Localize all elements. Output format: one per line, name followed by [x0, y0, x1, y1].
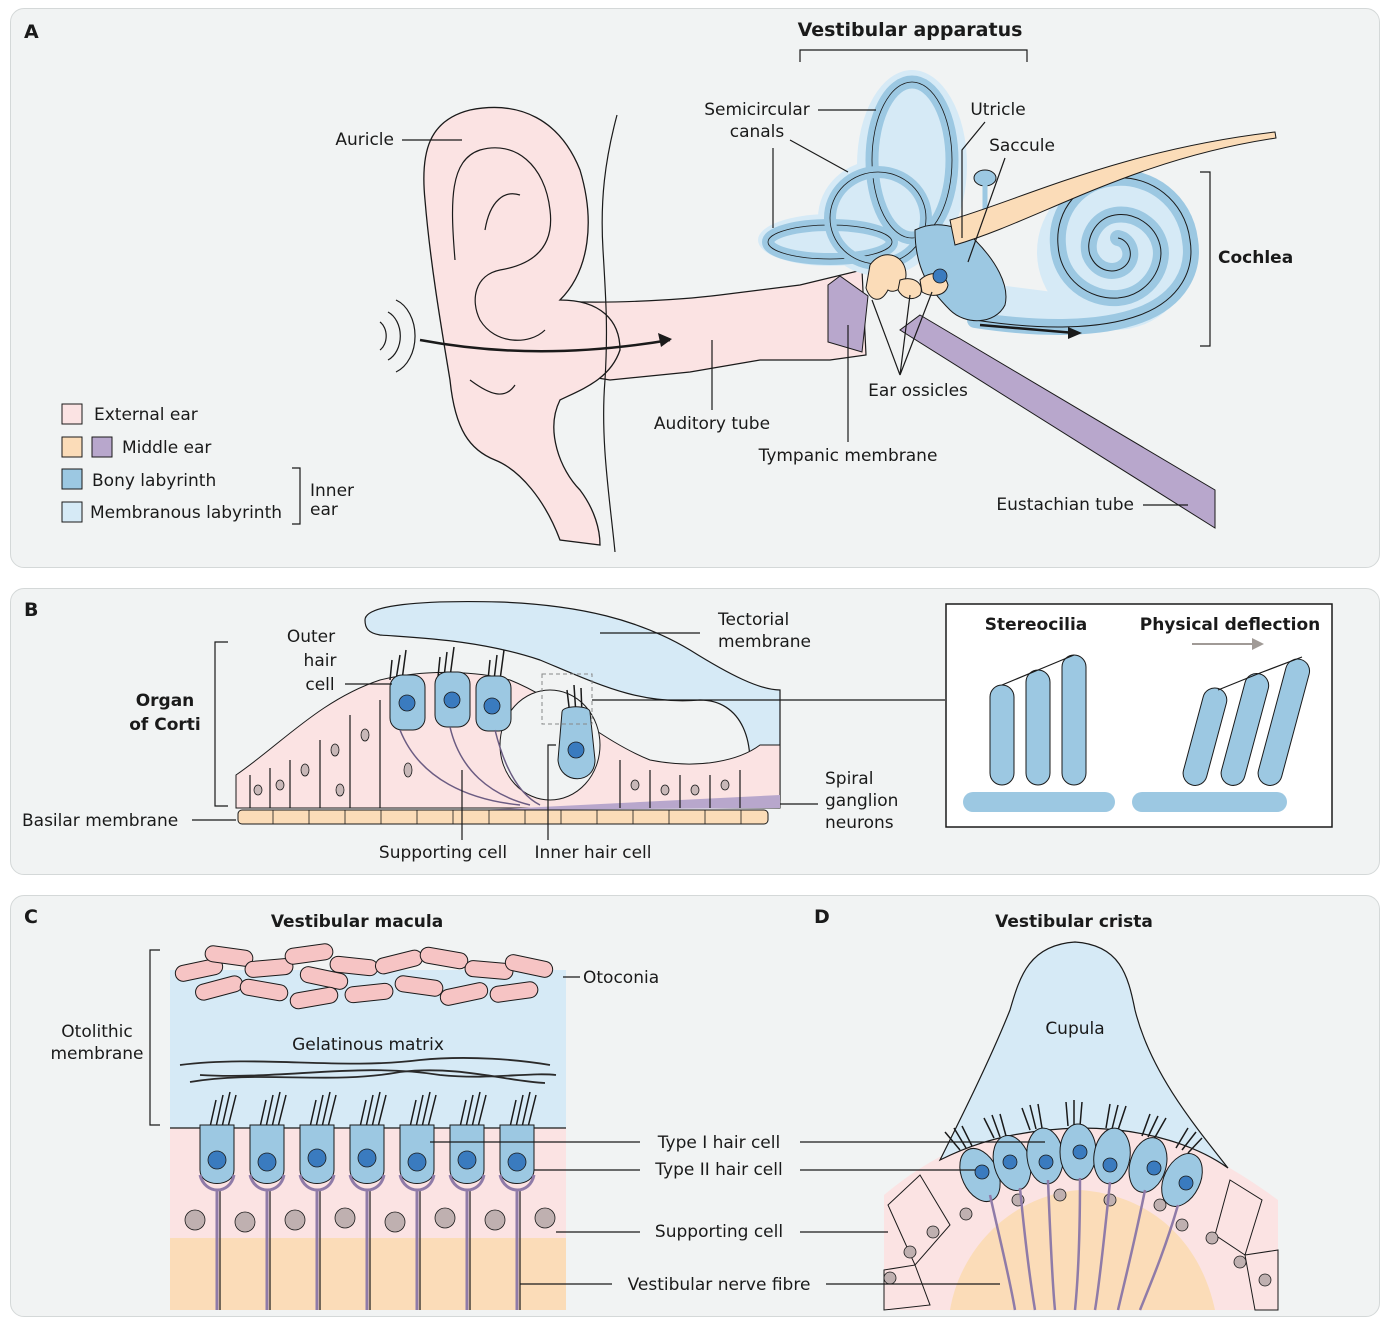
oval-window [933, 269, 947, 283]
panel-a-letter: A [24, 21, 39, 43]
label-cupula: Cupula [1045, 1019, 1104, 1039]
legend-swatch-membranous [62, 502, 82, 522]
label-spiral-2: ganglion [825, 791, 898, 811]
sound-wave-icon [380, 322, 386, 350]
vestibular-apparatus-bracket [800, 50, 1027, 62]
label-inner-hair: Inner hair cell [535, 843, 652, 863]
basilar-membrane-cells [238, 810, 768, 824]
organ-bracket [215, 642, 228, 806]
label-semicircular-2: canals [730, 122, 785, 142]
legend-inner-1: Inner [310, 481, 354, 501]
outer-hair-cell [390, 650, 425, 730]
otolithic-bracket [150, 950, 160, 1125]
label-outer-2: hair [304, 651, 337, 671]
legend-inner-2: ear [310, 500, 338, 520]
legend-membranous: Membranous labyrinth [90, 503, 282, 523]
label-otolithic-1: Otolithic [61, 1022, 132, 1042]
inset-stereocilia-title: Stereocilia [985, 615, 1088, 635]
label-otoconia: Otoconia [583, 968, 659, 988]
legend-swatch-middle-bone [62, 437, 82, 457]
inset-deflection-title: Physical deflection [1140, 615, 1321, 635]
label-basilar: Basilar membrane [22, 811, 178, 831]
legend-middle: Middle ear [122, 438, 211, 458]
legend-swatch-bony [62, 469, 82, 489]
label-cochlea: Cochlea [1218, 248, 1293, 268]
label-auditory-tube: Auditory tube [654, 414, 770, 434]
auricle-shape [424, 108, 620, 546]
label-gelatinous: Gelatinous matrix [292, 1035, 444, 1055]
legend-swatch-middle-membrane [92, 437, 112, 457]
vestibular-crista-title: Vestibular crista [995, 912, 1153, 932]
label-eustachian-tube: Eustachian tube [996, 495, 1134, 515]
label-tectorial-1: Tectorial [717, 610, 789, 630]
panel-d-letter: D [814, 906, 830, 928]
label-outer-3: cell [305, 675, 334, 695]
stereocilia-base [963, 792, 1115, 812]
vestibular-macula-title: Vestibular macula [271, 912, 443, 932]
label-spiral-3: neurons [825, 813, 894, 833]
label-semicircular-1: Semicircular [704, 100, 809, 120]
label-organ-2: of Corti [129, 715, 201, 735]
outer-hair-cell [435, 647, 470, 727]
legend-bony: Bony labyrinth [92, 471, 216, 491]
label-tectorial-2: membrane [718, 632, 811, 652]
label-saccule: Saccule [989, 136, 1055, 156]
label-outer-1: Outer [287, 627, 335, 647]
label-auricle: Auricle [335, 130, 394, 150]
label-nerve: Vestibular nerve fibre [628, 1275, 811, 1295]
label-supporting-b: Supporting cell [379, 843, 507, 863]
legend-swatch-external [62, 404, 82, 424]
label-ear-ossicles: Ear ossicles [868, 381, 968, 401]
label-type2: Type II hair cell [654, 1160, 782, 1180]
legend-bracket [292, 468, 300, 524]
cochlea-bracket [1200, 172, 1210, 346]
label-utricle: Utricle [970, 100, 1025, 120]
label-spiral-1: Spiral [825, 769, 873, 789]
label-type1: Type I hair cell [657, 1133, 780, 1153]
label-tympanic-membrane: Tympanic membrane [758, 446, 938, 466]
endolymphatic-sac [974, 170, 996, 186]
label-otolithic-2: membrane [50, 1044, 143, 1064]
outer-hair-cell [476, 650, 511, 731]
legend-external: External ear [94, 405, 198, 425]
deflected-base [1132, 792, 1287, 812]
label-supporting-cd: Supporting cell [655, 1222, 783, 1242]
panel-b-letter: B [24, 599, 38, 621]
sound-wave-icon [388, 312, 400, 360]
sound-wave-icon [396, 300, 415, 372]
label-organ-1: Organ [136, 691, 195, 711]
leader-line [790, 140, 848, 172]
panel-c-letter: C [24, 906, 38, 928]
vestibular-apparatus-title: Vestibular apparatus [798, 19, 1023, 41]
